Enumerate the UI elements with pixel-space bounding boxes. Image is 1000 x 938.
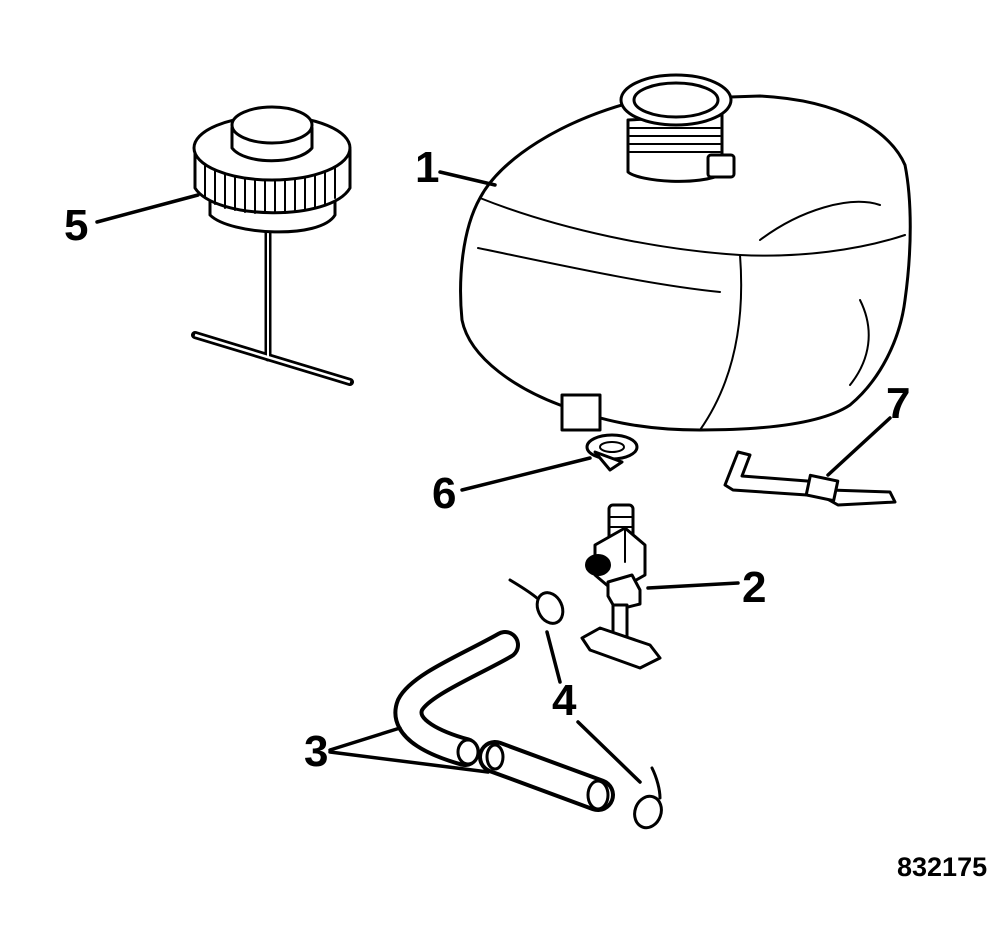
fuel-cap bbox=[191, 105, 354, 386]
leader-tank bbox=[438, 170, 497, 187]
callout-7: 7 bbox=[886, 379, 910, 428]
callout-3: 3 bbox=[304, 727, 328, 776]
leader-hose-straight bbox=[328, 750, 490, 774]
leader-hose-bent bbox=[328, 726, 402, 752]
clamp-upper bbox=[508, 578, 565, 625]
tank-outlet-stub bbox=[560, 393, 602, 432]
hose-straight bbox=[478, 740, 615, 812]
hose-bent bbox=[393, 630, 520, 767]
callout-5: 5 bbox=[64, 201, 88, 250]
leader-strap bbox=[826, 416, 892, 477]
callout-1: 1 bbox=[415, 143, 439, 192]
leader-clip bbox=[460, 456, 592, 492]
fuel-tank bbox=[459, 73, 912, 432]
callout-4: 4 bbox=[552, 676, 577, 725]
leader-cap bbox=[95, 193, 200, 224]
callout-6: 6 bbox=[432, 469, 456, 518]
clamp-lower bbox=[633, 766, 663, 830]
tank-filler-neck bbox=[619, 73, 736, 183]
fuel-valve bbox=[580, 503, 662, 670]
strap bbox=[723, 450, 897, 507]
figure-number: 832175 bbox=[897, 852, 987, 882]
leader-clamp-upper bbox=[545, 630, 562, 684]
leader-valve bbox=[646, 581, 740, 590]
clip bbox=[585, 433, 639, 472]
leader-clamp-lower bbox=[576, 720, 642, 784]
callout-2: 2 bbox=[742, 563, 766, 612]
